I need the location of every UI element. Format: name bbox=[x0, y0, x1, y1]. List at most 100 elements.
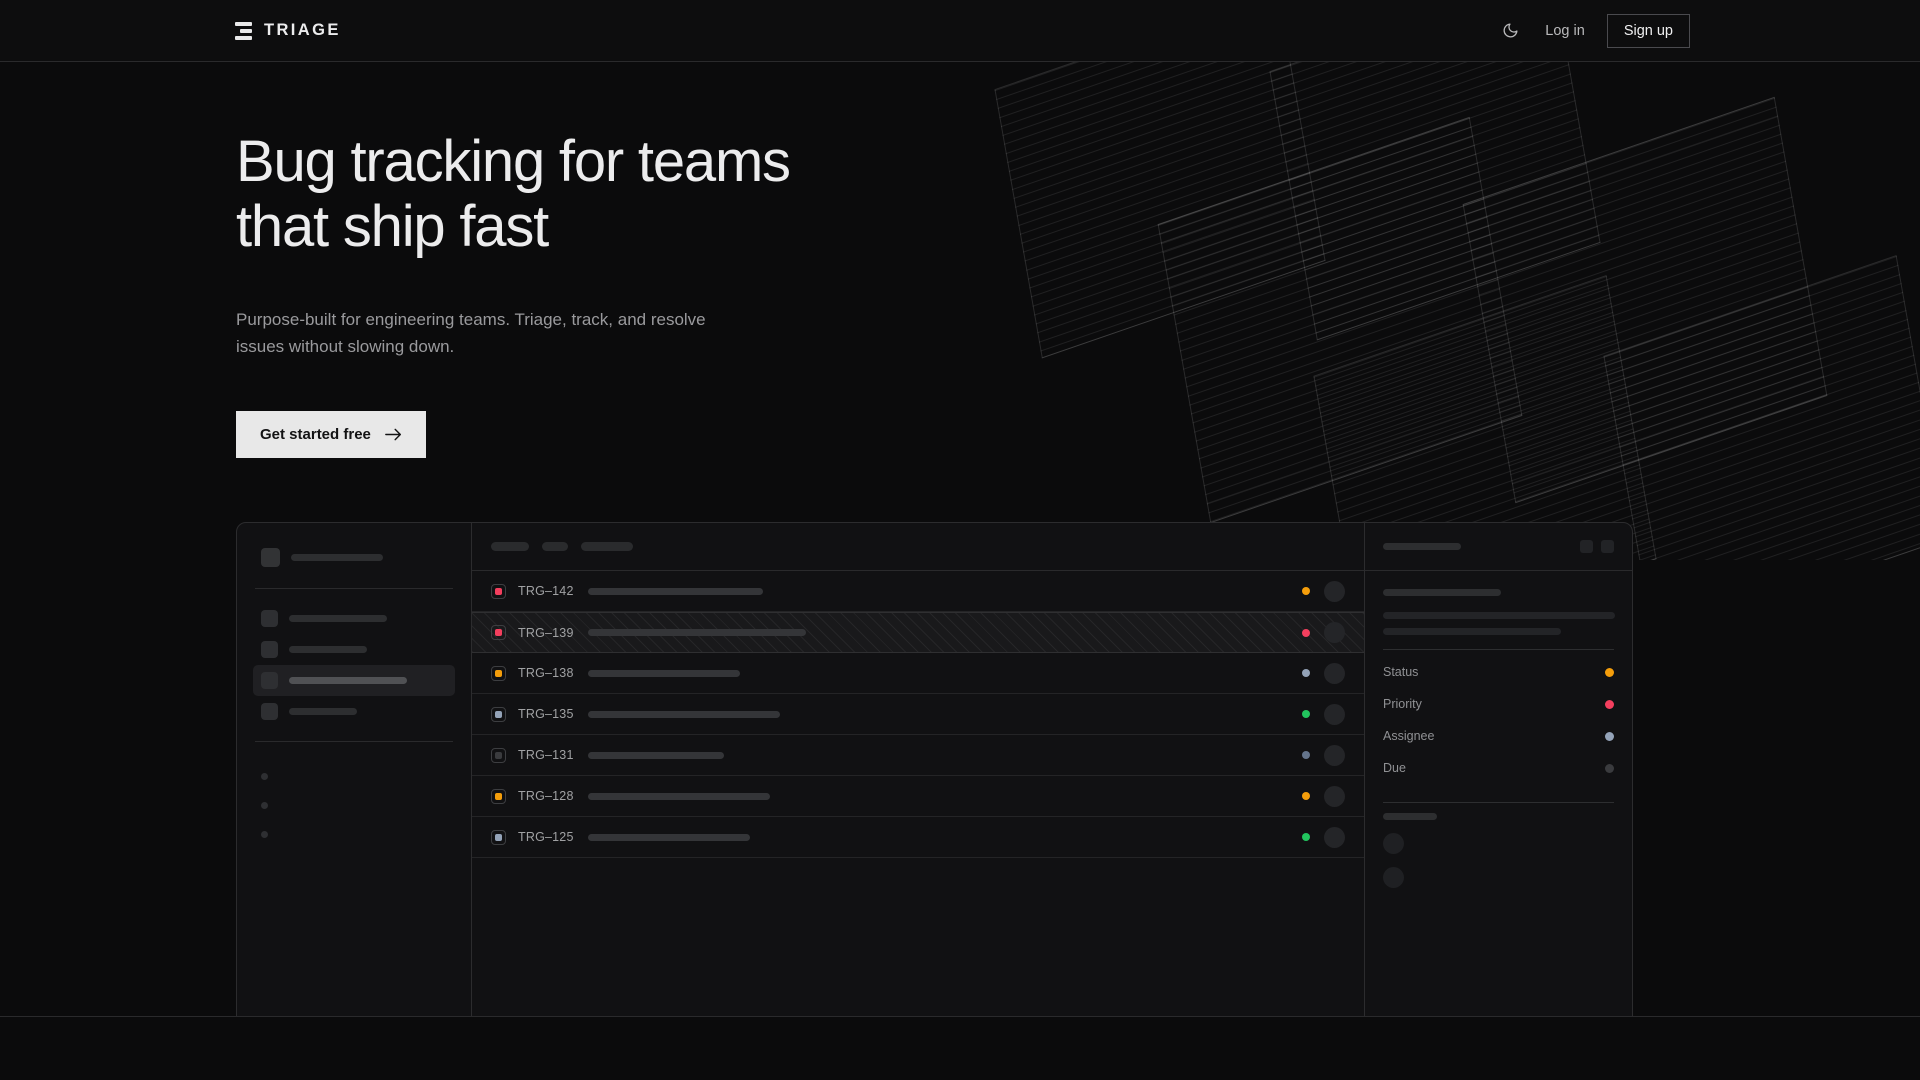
issue-row[interactable]: TRG–139 bbox=[472, 612, 1364, 653]
priority-icon bbox=[491, 706, 506, 722]
sidebar-item-label bbox=[289, 646, 367, 653]
detail-text-line bbox=[1383, 612, 1615, 619]
section-divider bbox=[0, 1016, 1920, 1017]
detail-field-label: Priority bbox=[1383, 697, 1422, 711]
page-title: Bug tracking for teams that ship fast bbox=[236, 129, 876, 260]
issue-id: TRG–125 bbox=[518, 830, 574, 844]
cta-label: Get started free bbox=[260, 425, 371, 443]
moon-icon[interactable] bbox=[1497, 18, 1523, 44]
sidebar-sub-item-1[interactable] bbox=[253, 791, 455, 820]
issue-row[interactable]: TRG–131 bbox=[472, 735, 1364, 776]
hero-heading-line1: Bug tracking for teams bbox=[236, 129, 791, 194]
detail-text-line bbox=[1383, 628, 1561, 635]
workspace-switcher[interactable] bbox=[253, 541, 455, 574]
priority-icon bbox=[491, 829, 506, 845]
priority-icon bbox=[491, 747, 506, 763]
get-started-button[interactable]: Get started free bbox=[236, 410, 426, 458]
status-dot bbox=[1302, 628, 1310, 637]
detail-title-placeholder bbox=[1383, 543, 1461, 550]
status-dot bbox=[1302, 710, 1310, 718]
assignee-avatar bbox=[1324, 662, 1345, 684]
priority-icon bbox=[491, 583, 506, 599]
filter-chip[interactable] bbox=[491, 542, 529, 551]
issue-row[interactable]: TRG–142 bbox=[472, 571, 1364, 612]
priority-icon bbox=[491, 665, 506, 681]
site-header: TRIAGE Log in Sign up bbox=[0, 0, 1920, 62]
detail-field-due[interactable]: Due bbox=[1383, 752, 1614, 784]
detail-field-label: Assignee bbox=[1383, 729, 1435, 743]
issue-id: TRG–128 bbox=[518, 789, 574, 803]
status-dot bbox=[1302, 833, 1310, 841]
divider bbox=[1383, 649, 1614, 650]
status-dot bbox=[1302, 751, 1310, 759]
issue-row[interactable]: TRG–138 bbox=[472, 653, 1364, 694]
divider bbox=[255, 588, 453, 589]
issue-row[interactable]: TRG–125 bbox=[472, 817, 1364, 858]
divider bbox=[255, 741, 453, 742]
sidebar-sub-item-0[interactable] bbox=[253, 762, 455, 791]
list-toolbar bbox=[472, 523, 1364, 571]
bullet-icon bbox=[261, 831, 268, 838]
activity-section-label bbox=[1383, 813, 1437, 820]
assignee-avatar bbox=[1324, 785, 1345, 807]
sidebar-item-2[interactable] bbox=[253, 665, 455, 696]
issue-title-placeholder bbox=[588, 833, 750, 841]
assignee-avatar bbox=[1324, 744, 1345, 766]
issue-row-meta bbox=[1302, 662, 1345, 684]
mockup-sidebar bbox=[237, 523, 472, 1016]
detail-field-status[interactable]: Status bbox=[1383, 656, 1614, 688]
arrow-right-icon bbox=[385, 428, 401, 441]
sidebar-sub-item-2[interactable] bbox=[253, 820, 455, 849]
issue-title-placeholder bbox=[588, 710, 780, 718]
detail-field-priority[interactable]: Priority bbox=[1383, 688, 1614, 720]
detail-field-label: Due bbox=[1383, 761, 1406, 775]
detail-summary-placeholder bbox=[1383, 589, 1501, 596]
issue-id: TRG–139 bbox=[518, 625, 574, 640]
brand-name: TRIAGE bbox=[264, 21, 341, 39]
issue-row[interactable]: TRG–128 bbox=[472, 776, 1364, 817]
issue-row-meta bbox=[1302, 744, 1345, 766]
priority-icon bbox=[491, 788, 506, 804]
assignee-avatar bbox=[1324, 826, 1345, 848]
sidebar-item-icon bbox=[261, 703, 278, 720]
issue-row-meta bbox=[1302, 703, 1345, 725]
assignee-avatar bbox=[1324, 703, 1345, 725]
signup-button[interactable]: Sign up bbox=[1606, 13, 1690, 48]
issue-row[interactable]: TRG–135 bbox=[472, 694, 1364, 735]
hero-subtext: Purpose-built for engineering teams. Tri… bbox=[236, 309, 706, 357]
filter-chip[interactable] bbox=[581, 542, 633, 551]
login-link[interactable]: Log in bbox=[1545, 22, 1585, 39]
sidebar-item-3[interactable] bbox=[253, 696, 455, 727]
issue-id: TRG–131 bbox=[518, 748, 574, 762]
detail-field-assignee[interactable]: Assignee bbox=[1383, 720, 1614, 752]
sidebar-item-0[interactable] bbox=[253, 603, 455, 634]
icon-button-b[interactable] bbox=[1601, 540, 1614, 553]
sidebar-item-1[interactable] bbox=[253, 634, 455, 665]
detail-field-value-dot bbox=[1605, 699, 1614, 709]
status-dot bbox=[1302, 669, 1310, 677]
divider bbox=[1383, 802, 1614, 803]
detail-field-label: Status bbox=[1383, 665, 1419, 679]
sidebar-item-label bbox=[289, 615, 387, 622]
priority-icon bbox=[491, 625, 506, 640]
detail-field-value-dot bbox=[1605, 763, 1614, 773]
header-nav: Log in Sign up bbox=[1497, 13, 1690, 48]
filter-chip[interactable] bbox=[542, 542, 568, 551]
issue-title-placeholder bbox=[588, 751, 724, 759]
issue-id: TRG–142 bbox=[518, 584, 574, 598]
sidebar-item-icon bbox=[261, 641, 278, 658]
hero-heading-line2: that ship fast bbox=[236, 193, 549, 259]
brand-logo[interactable]: TRIAGE bbox=[235, 21, 341, 40]
icon-button-a[interactable] bbox=[1580, 540, 1593, 553]
detail-field-value-dot bbox=[1605, 731, 1614, 741]
bullet-icon bbox=[261, 802, 268, 809]
issue-row-meta bbox=[1302, 785, 1345, 807]
assignee-avatar bbox=[1324, 580, 1345, 602]
sidebar-item-label bbox=[289, 677, 407, 684]
assignee-avatar bbox=[1324, 622, 1345, 643]
